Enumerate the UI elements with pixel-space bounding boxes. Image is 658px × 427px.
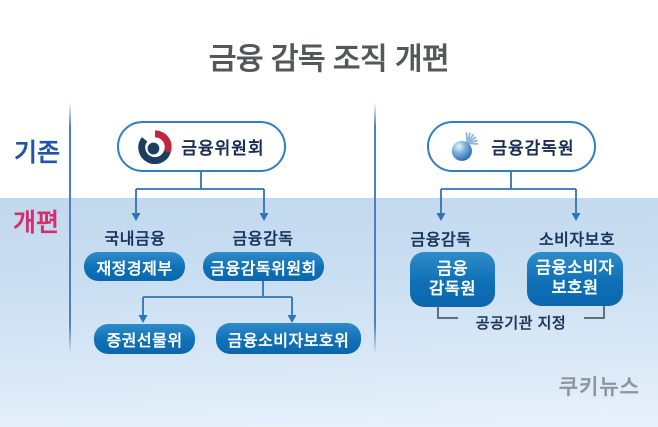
node-securities-futures-commission: 증권선물위 [94, 324, 195, 354]
fss-root-label: 금융감독원 [491, 139, 575, 158]
fss-sphere-icon [452, 131, 479, 161]
fss-root-box: 금융감독원 [427, 121, 596, 172]
fsc-root-label: 금융위원회 [181, 139, 265, 158]
bracket-right [584, 306, 605, 319]
node-financial-consumer-protection-service: 금융소비자 보호원 [527, 252, 623, 306]
branch-label-financial-supervision-right: 금융감독 [410, 232, 472, 249]
node-fss-line2: 감독원 [428, 279, 477, 298]
public-institution-note: 공공기관 지정 [475, 315, 567, 332]
taegeuk-emblem-icon [138, 129, 173, 164]
branch-label-financial-supervision-left: 금융감독 [232, 231, 294, 248]
news-credit: 쿠키뉴스 [558, 376, 640, 399]
node-ministry-finance-economy: 재정경제부 [84, 252, 185, 281]
branch-label-domestic-finance: 국내금융 [104, 231, 166, 248]
fsc-root-box: 금융위원회 [117, 121, 286, 172]
page-title: 금융 감독 조직 개편 [208, 43, 450, 76]
row-label-before: 기존 [13, 139, 60, 167]
node-financial-supervisory-service: 금융 감독원 [410, 252, 495, 307]
row-label-after: 개편 [12, 209, 59, 237]
node-financial-consumer-protection-commission: 금융소비자보호위 [216, 323, 361, 354]
vertical-divider-middle [374, 102, 376, 354]
branch-label-consumer-protection: 소비자보호 [538, 232, 616, 249]
node-financial-supervisory-commission: 금융감독위원회 [203, 252, 324, 281]
node-fcps-line1: 금융소비자 [535, 259, 615, 278]
vertical-divider-left [69, 102, 71, 354]
bracket-left [437, 306, 458, 319]
node-fcps-line2: 보호원 [551, 279, 599, 297]
node-fss-line1: 금융 [436, 259, 469, 278]
reform-section-background [0, 198, 658, 427]
